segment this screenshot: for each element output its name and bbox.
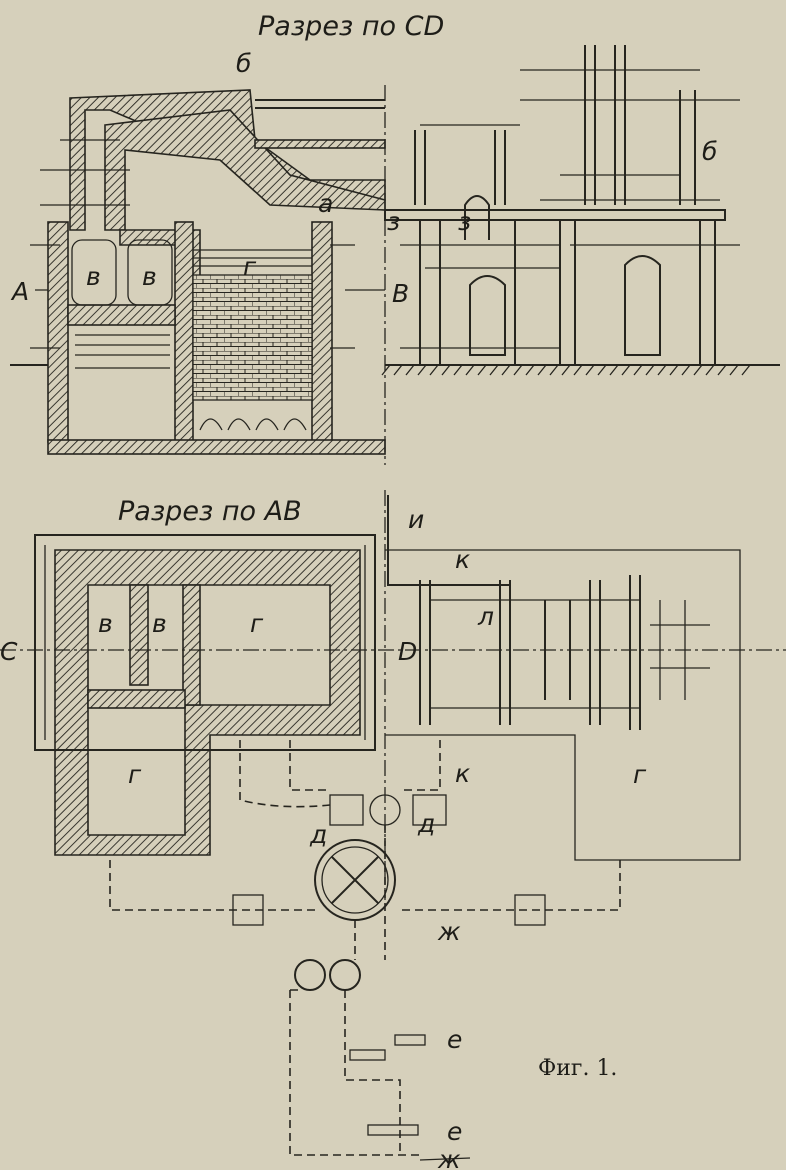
- label-b-left: б: [236, 49, 251, 78]
- right-area-outline: [385, 549, 741, 861]
- stack-ducts: [354, 825, 386, 960]
- reversing-valve-d: [314, 839, 396, 921]
- tie-rods: [30, 139, 355, 349]
- gas-ducts: [239, 740, 441, 808]
- label-plan-g2: г: [128, 760, 142, 789]
- lower-ducts: [289, 989, 420, 1156]
- label-zh2: ж: [437, 1145, 461, 1170]
- upper-frame-columns: [414, 45, 696, 205]
- label-g: г: [243, 252, 257, 281]
- damper-e1: [394, 1034, 426, 1046]
- damper-box: [514, 894, 546, 926]
- label-e1: е: [447, 1025, 462, 1054]
- steel-frame-plan: [34, 534, 376, 751]
- label-d2: д: [309, 820, 327, 849]
- title-section-ab: Разрез по AB: [118, 496, 302, 527]
- flue-courses: [75, 334, 170, 369]
- label-b-right: б: [702, 137, 717, 166]
- valve-cross: [331, 856, 379, 904]
- label-a: а: [318, 189, 333, 218]
- section-cd: [10, 45, 780, 465]
- label-D: D: [398, 637, 417, 666]
- label-plan-g1: г: [250, 609, 264, 638]
- inner-arch: [104, 109, 386, 231]
- label-k2: к: [455, 759, 470, 788]
- leader-zh: [419, 1157, 471, 1161]
- damper-box: [412, 794, 447, 826]
- valve-small: [294, 959, 326, 991]
- damper: [349, 1049, 386, 1061]
- label-z1: з: [387, 207, 400, 236]
- section-ab: [0, 490, 786, 1161]
- damper-box: [232, 894, 264, 926]
- plan-rods: [419, 575, 641, 730]
- label-d1: д: [417, 809, 435, 838]
- plan-partition: [87, 689, 186, 709]
- platform: [384, 209, 726, 221]
- label-i: и: [408, 505, 424, 534]
- label-z2: з: [458, 207, 471, 236]
- chamber-v2: [127, 239, 173, 306]
- roof-slab: [254, 139, 386, 149]
- pipe-i: [387, 495, 510, 586]
- chamber-v1: [71, 239, 117, 306]
- mid-wall: [174, 221, 194, 443]
- label-plan-g3: г: [633, 760, 647, 789]
- chamber-floor: [67, 304, 176, 326]
- label-k1: к: [455, 545, 470, 574]
- right-wall: [311, 221, 333, 443]
- left-wall: [47, 221, 69, 443]
- plan-partition: [182, 584, 201, 706]
- upper-frame-beams: [420, 69, 740, 201]
- ground-hatching: [381, 364, 751, 376]
- title-section-cd: Разрез по CD: [258, 11, 444, 42]
- damper-box: [329, 794, 364, 826]
- checker-top-courses: [193, 249, 312, 267]
- label-e2: е: [447, 1117, 462, 1146]
- checker-work: [192, 274, 313, 401]
- figure-caption: Фиг. 1.: [538, 1056, 617, 1081]
- air-ducts: [109, 860, 621, 911]
- label-v1: в: [86, 262, 101, 291]
- damper-e2: [367, 1124, 419, 1136]
- valve-small: [329, 959, 361, 991]
- label-v2: в: [142, 262, 157, 291]
- arched-window-1: [469, 275, 506, 356]
- port-z: [464, 195, 490, 240]
- plan-partition: [129, 584, 149, 686]
- label-plan-v1: в: [98, 609, 113, 638]
- checker-arches: [199, 418, 307, 431]
- label-C: C: [0, 637, 18, 666]
- label-zh1: ж: [437, 917, 461, 946]
- label-A: A: [10, 277, 29, 306]
- frame-posts: [44, 545, 366, 740]
- label-l: л: [477, 602, 494, 631]
- label-plan-v2: в: [152, 609, 167, 638]
- building-columns: [419, 220, 716, 365]
- plan-crossbars: [430, 599, 710, 709]
- arched-window-2: [624, 255, 661, 356]
- valve-inner-ring: [321, 846, 389, 914]
- building-beams: [400, 244, 740, 349]
- label-B: B: [392, 279, 409, 308]
- foundation: [47, 439, 386, 455]
